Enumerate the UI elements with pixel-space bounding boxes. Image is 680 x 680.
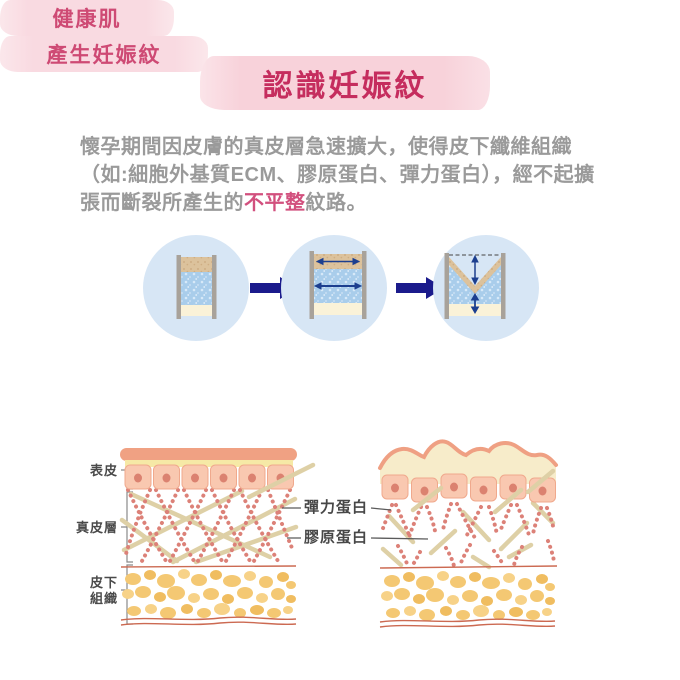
healthy-skin-label: 健康肌 — [52, 8, 122, 31]
epidermis-yellow-band — [125, 460, 293, 467]
bumpy-surface-fill — [380, 441, 556, 484]
right-arrow-icon — [396, 277, 444, 299]
page-title: 認識妊娠紋 — [262, 70, 428, 103]
stretchmark-label: 產生妊娠紋 — [46, 44, 162, 67]
broken-collagen-fibers — [380, 500, 556, 570]
collagen-label: 膠原蛋白 — [303, 529, 368, 546]
process-step-1 — [143, 235, 249, 341]
subcutaneous-label-line1: 皮下 — [89, 575, 118, 590]
stretchmark-banner: 產生妊娠紋 — [0, 36, 208, 72]
stretched-skin-block — [309, 251, 367, 319]
process-step-2 — [281, 235, 387, 341]
width-measure-arrows — [313, 257, 363, 290]
elastin-fibers — [124, 488, 294, 563]
intro-line-3-post: 紋路。 — [305, 192, 367, 214]
normal-skin-block — [176, 255, 217, 319]
bottom-boundary-lines — [120, 616, 297, 626]
healthy-skin-diagram — [119, 448, 316, 626]
intro-line-3-pre: 張而斷裂所產生的 — [80, 192, 244, 214]
dermis-label: 真皮層 — [75, 520, 118, 535]
collagen-fibers — [119, 488, 299, 565]
stretch-process-illustration — [143, 235, 539, 341]
fiber-label-connectors — [282, 507, 429, 540]
title-banner: 認識妊娠紋 — [200, 56, 490, 110]
healthy-skin-banner: 健康肌 — [0, 0, 174, 36]
process-step-3 — [433, 235, 539, 341]
bumpy-surface-edge — [378, 439, 558, 470]
subcutaneous-label-line2: 組織 — [89, 591, 118, 606]
intro-line-1: 懷孕期間因皮膚的真皮層急速擴大，使得皮下纖維組織 — [80, 136, 572, 158]
sunken-skin-block — [444, 253, 506, 319]
collagen-connector-line — [287, 537, 429, 540]
elastin-label: 彈力蛋白 — [303, 499, 368, 516]
broken-collagen-over-cells — [410, 468, 556, 515]
dermis-boundary-line — [120, 565, 297, 568]
collagen-fiber-topright — [246, 462, 316, 500]
intro-line-3: 張而斷裂所產生的不平整紋路。 — [80, 189, 620, 217]
intro-line-2: （如:細胞外基質ECM、膠原蛋白、彈力蛋白），經不起擴 — [80, 164, 595, 186]
skin-comparison-illustration — [119, 439, 558, 628]
depth-measure-arrows — [470, 254, 480, 314]
intro-paragraph: 懷孕期間因皮膚的真皮層急速擴大，使得皮下纖維組織 （如:細胞外基質ECM、膠原蛋… — [80, 133, 620, 217]
bottom-boundary-lines — [379, 618, 556, 628]
stretchmark-skin-diagram — [378, 439, 558, 628]
epidermis-label: 表皮 — [89, 463, 118, 478]
fat-cells — [122, 569, 296, 619]
elastin-connector-line — [282, 507, 392, 511]
fat-cells — [381, 571, 555, 621]
stratum-corneum-bar — [120, 448, 297, 461]
dermis-boundary-line — [379, 565, 558, 569]
broken-elastin-fibers — [380, 502, 556, 568]
intro-line-3-highlight: 不平整 — [244, 192, 306, 214]
